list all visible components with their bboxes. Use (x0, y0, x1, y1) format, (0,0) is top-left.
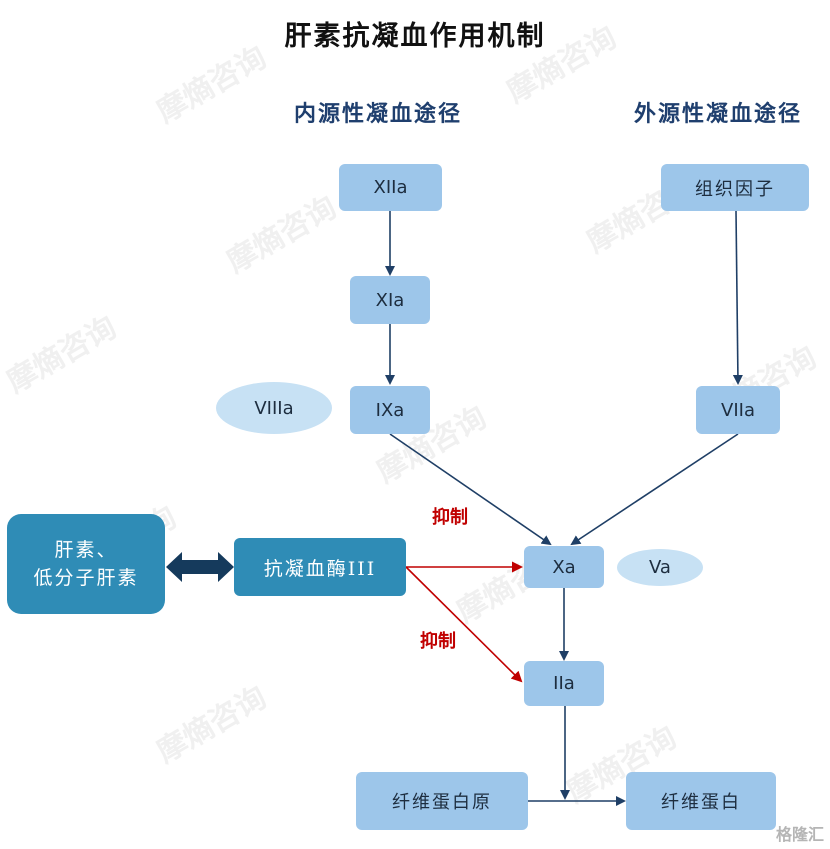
node-xia: XIa (350, 276, 430, 324)
node-antithrombin: 抗凝血酶III (234, 538, 406, 596)
intrinsic-pathway-heading: 内源性凝血途径 (293, 101, 462, 127)
arrow-ixa-to-xa (389, 433, 552, 546)
heparin-label-line2: 低分子肝素 (33, 567, 139, 589)
inhibit-label-lower: 抑制 (420, 631, 456, 652)
node-fibrin: 纤维蛋白 (626, 772, 776, 830)
node-va: Va (617, 549, 703, 586)
node-xiia: XIIa (339, 164, 442, 211)
inhibit-arrow-to-iia (405, 566, 523, 683)
node-xa: Xa (524, 546, 604, 588)
extrinsic-pathway-heading: 外源性凝血途径 (633, 101, 802, 127)
diagram-title: 肝素抗凝血作用机制 (284, 21, 546, 52)
node-fibrinogen: 纤维蛋白原 (356, 772, 528, 830)
arrow-tissue-factor-to-viia (732, 210, 743, 385)
node-viia: VIIa (696, 386, 780, 434)
double-arrow (166, 552, 234, 582)
node-heparin: 肝素、 低分子肝素 (7, 514, 165, 614)
corner-logo: 格隆汇 (775, 825, 824, 844)
inhibit-label-upper: 抑制 (432, 507, 468, 528)
node-viiia: VIIIa (216, 382, 332, 434)
node-iia: IIa (524, 661, 604, 706)
node-tissue-factor: 组织因子 (661, 164, 809, 211)
node-ixa: IXa (350, 386, 430, 434)
heparin-label-line1: 肝素、 (54, 539, 118, 561)
arrow-viia-to-xa (570, 433, 739, 546)
